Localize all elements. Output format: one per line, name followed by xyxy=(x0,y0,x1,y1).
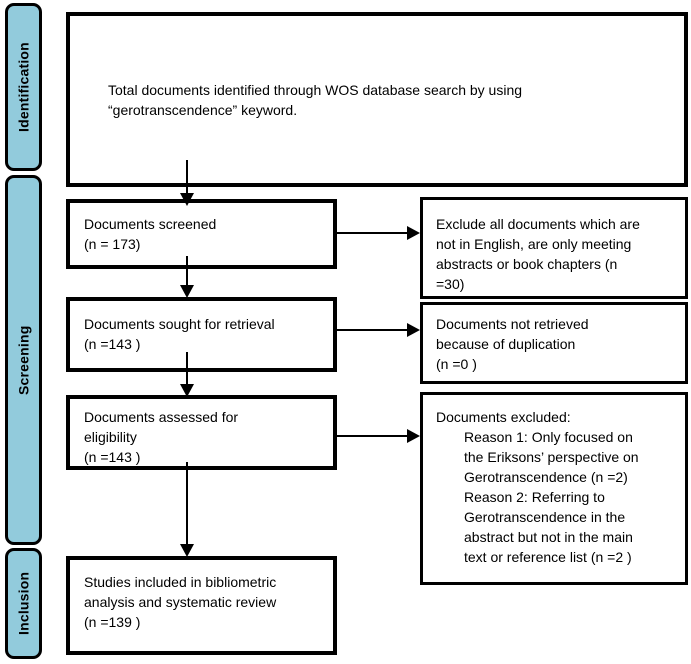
box-excluded-screened-line-2: not in English, are only meeting xyxy=(436,236,632,252)
arrow-down-icon xyxy=(180,544,194,557)
box-assessed-line-1: Documents assessed for xyxy=(84,409,239,425)
stage-inclusion-label: Inclusion xyxy=(15,571,32,636)
arrow-assessed-to-excluded-line xyxy=(337,435,408,437)
box-included-line-3: (n =139 ) xyxy=(84,614,141,630)
box-sought-line-2: (n =143 ) xyxy=(84,336,141,352)
box-sought-line-1: Documents sought for retrieval xyxy=(84,316,275,332)
box-assessed-line-3: (n =143 ) xyxy=(84,449,141,465)
arrow-right-icon xyxy=(407,226,420,240)
box-excluded-assessed-line-5: Reason 2: Referring to xyxy=(464,489,605,505)
box-screened-line-1: Documents screened xyxy=(84,216,217,232)
box-excluded-assessed-line-7: abstract but not in the main xyxy=(464,529,633,545)
stage-inclusion: Inclusion xyxy=(5,548,42,659)
stage-identification-label: Identification xyxy=(15,42,32,132)
box-included-line-1: Studies included in bibliometric xyxy=(84,574,277,590)
arrow-down-icon xyxy=(180,193,194,206)
box-excluded-assessed-line-2: Reason 1: Only focused on xyxy=(464,429,633,445)
box-excluded-assessed-line-8: text or reference list (n =2 ) xyxy=(464,549,632,565)
box-excluded-assessed-line-4: Gerotranscendence (n =2) xyxy=(464,469,628,485)
box-sought: Documents sought for retrieval (n =143 ) xyxy=(66,297,337,372)
stage-screening: Screening xyxy=(5,175,42,545)
stage-screening-label: Screening xyxy=(15,325,32,395)
box-identified-line-2: “gerotranscendence” keyword. xyxy=(108,101,298,118)
arrow-right-icon xyxy=(407,429,420,443)
arrow-down-icon xyxy=(180,384,194,397)
box-included-line-2: analysis and systematic review xyxy=(84,594,277,610)
box-excluded-screened-line-4: =30) xyxy=(436,276,465,292)
box-excluded-screened-line-1: Exclude all documents which are xyxy=(436,216,640,232)
arrow-identified-to-screened-line xyxy=(186,160,188,193)
box-excluded-assessed: Documents excluded: Reason 1: Only focus… xyxy=(420,392,688,585)
arrow-sought-to-assessed-line xyxy=(186,352,188,384)
box-screened-line-2: (n = 173) xyxy=(84,236,141,252)
box-not-retrieved-line-1: Documents not retrieved xyxy=(436,316,589,332)
box-identified: Total documents identified through WOS d… xyxy=(66,12,688,187)
arrow-sought-to-not-retrieved-line xyxy=(337,329,408,331)
box-excluded-assessed-line-3: the Eriksons’ perspective on xyxy=(464,449,639,465)
box-excluded-screened-line-3: abstracts or book chapters (n xyxy=(436,256,618,272)
box-not-retrieved-line-2: because of duplication xyxy=(436,336,576,352)
box-included: Studies included in bibliometric analysi… xyxy=(66,556,337,655)
box-screened: Documents screened (n = 173) xyxy=(66,199,337,269)
box-not-retrieved-line-3: (n =0 ) xyxy=(436,356,477,372)
arrow-down-icon xyxy=(180,285,194,298)
box-excluded-assessed-heading: Documents excluded: xyxy=(436,409,571,425)
box-identified-line-1: Total documents identified through WOS d… xyxy=(108,81,523,98)
box-not-retrieved: Documents not retrieved because of dupli… xyxy=(420,302,688,384)
box-assessed: Documents assessed for eligibility (n =1… xyxy=(66,395,337,470)
arrow-screened-to-excluded-line xyxy=(337,232,408,234)
arrow-right-icon xyxy=(407,323,420,337)
box-excluded-assessed-line-6: Gerotranscendence in the xyxy=(464,509,626,525)
box-excluded-screened: Exclude all documents which are not in E… xyxy=(420,197,688,299)
arrow-assessed-to-included-line xyxy=(186,462,188,544)
arrow-screened-to-sought-line xyxy=(186,256,188,285)
box-assessed-line-2: eligibility xyxy=(84,429,137,445)
stage-identification: Identification xyxy=(5,3,42,171)
